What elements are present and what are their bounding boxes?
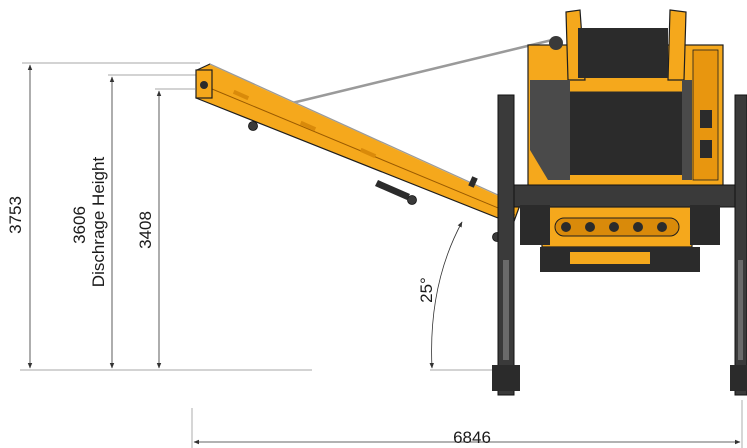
screen-box <box>570 90 682 175</box>
dimension-3753-text: 3753 <box>6 196 25 234</box>
conveyor-clip <box>468 176 478 188</box>
dimension-lines <box>20 62 743 448</box>
conveyor-rail-highlight <box>209 63 521 206</box>
track-drive-left <box>520 205 550 245</box>
dimension-3606-text: 3606 <box>70 206 89 244</box>
discharge-height-label: Dischrage Height <box>89 157 108 288</box>
hopper-wing-right <box>667 9 687 81</box>
undercarriage-plate <box>570 252 650 264</box>
side-panel-latch <box>700 110 712 128</box>
conveyor-frame-line <box>199 83 516 216</box>
track-drive-right <box>690 205 720 245</box>
leg-foot-right <box>730 365 747 391</box>
dimension-6846-text: 6846 <box>453 428 491 447</box>
chassis-beam <box>501 184 747 208</box>
hopper-frame-left <box>530 80 570 180</box>
leg-right-highlight <box>738 260 743 360</box>
leg-left <box>497 94 515 396</box>
hopper-opening <box>578 28 668 78</box>
screener-unit <box>492 9 747 396</box>
angle-25-text: 25° <box>417 277 436 303</box>
return-roller-1 <box>248 121 258 131</box>
support-cable <box>287 38 553 106</box>
hopper-frame-right <box>682 80 692 180</box>
return-roller-2 <box>407 195 417 205</box>
angle-arc <box>429 221 463 369</box>
head-drum-hub <box>200 81 208 89</box>
cable-anchor <box>549 36 563 50</box>
conveyor-joint-3 <box>359 147 377 159</box>
crawler-track-rollers <box>554 217 680 237</box>
discharge-conveyor <box>195 38 553 242</box>
conveyor-joint-1 <box>232 89 250 101</box>
side-panel-latch-2 <box>700 140 712 158</box>
leg-foot-left <box>492 365 520 391</box>
leg-left-highlight <box>503 260 509 360</box>
conveyor-joint-2 <box>299 120 317 132</box>
conveyor-bracket <box>375 180 410 200</box>
dimension-3408-text: 3408 <box>136 211 155 249</box>
